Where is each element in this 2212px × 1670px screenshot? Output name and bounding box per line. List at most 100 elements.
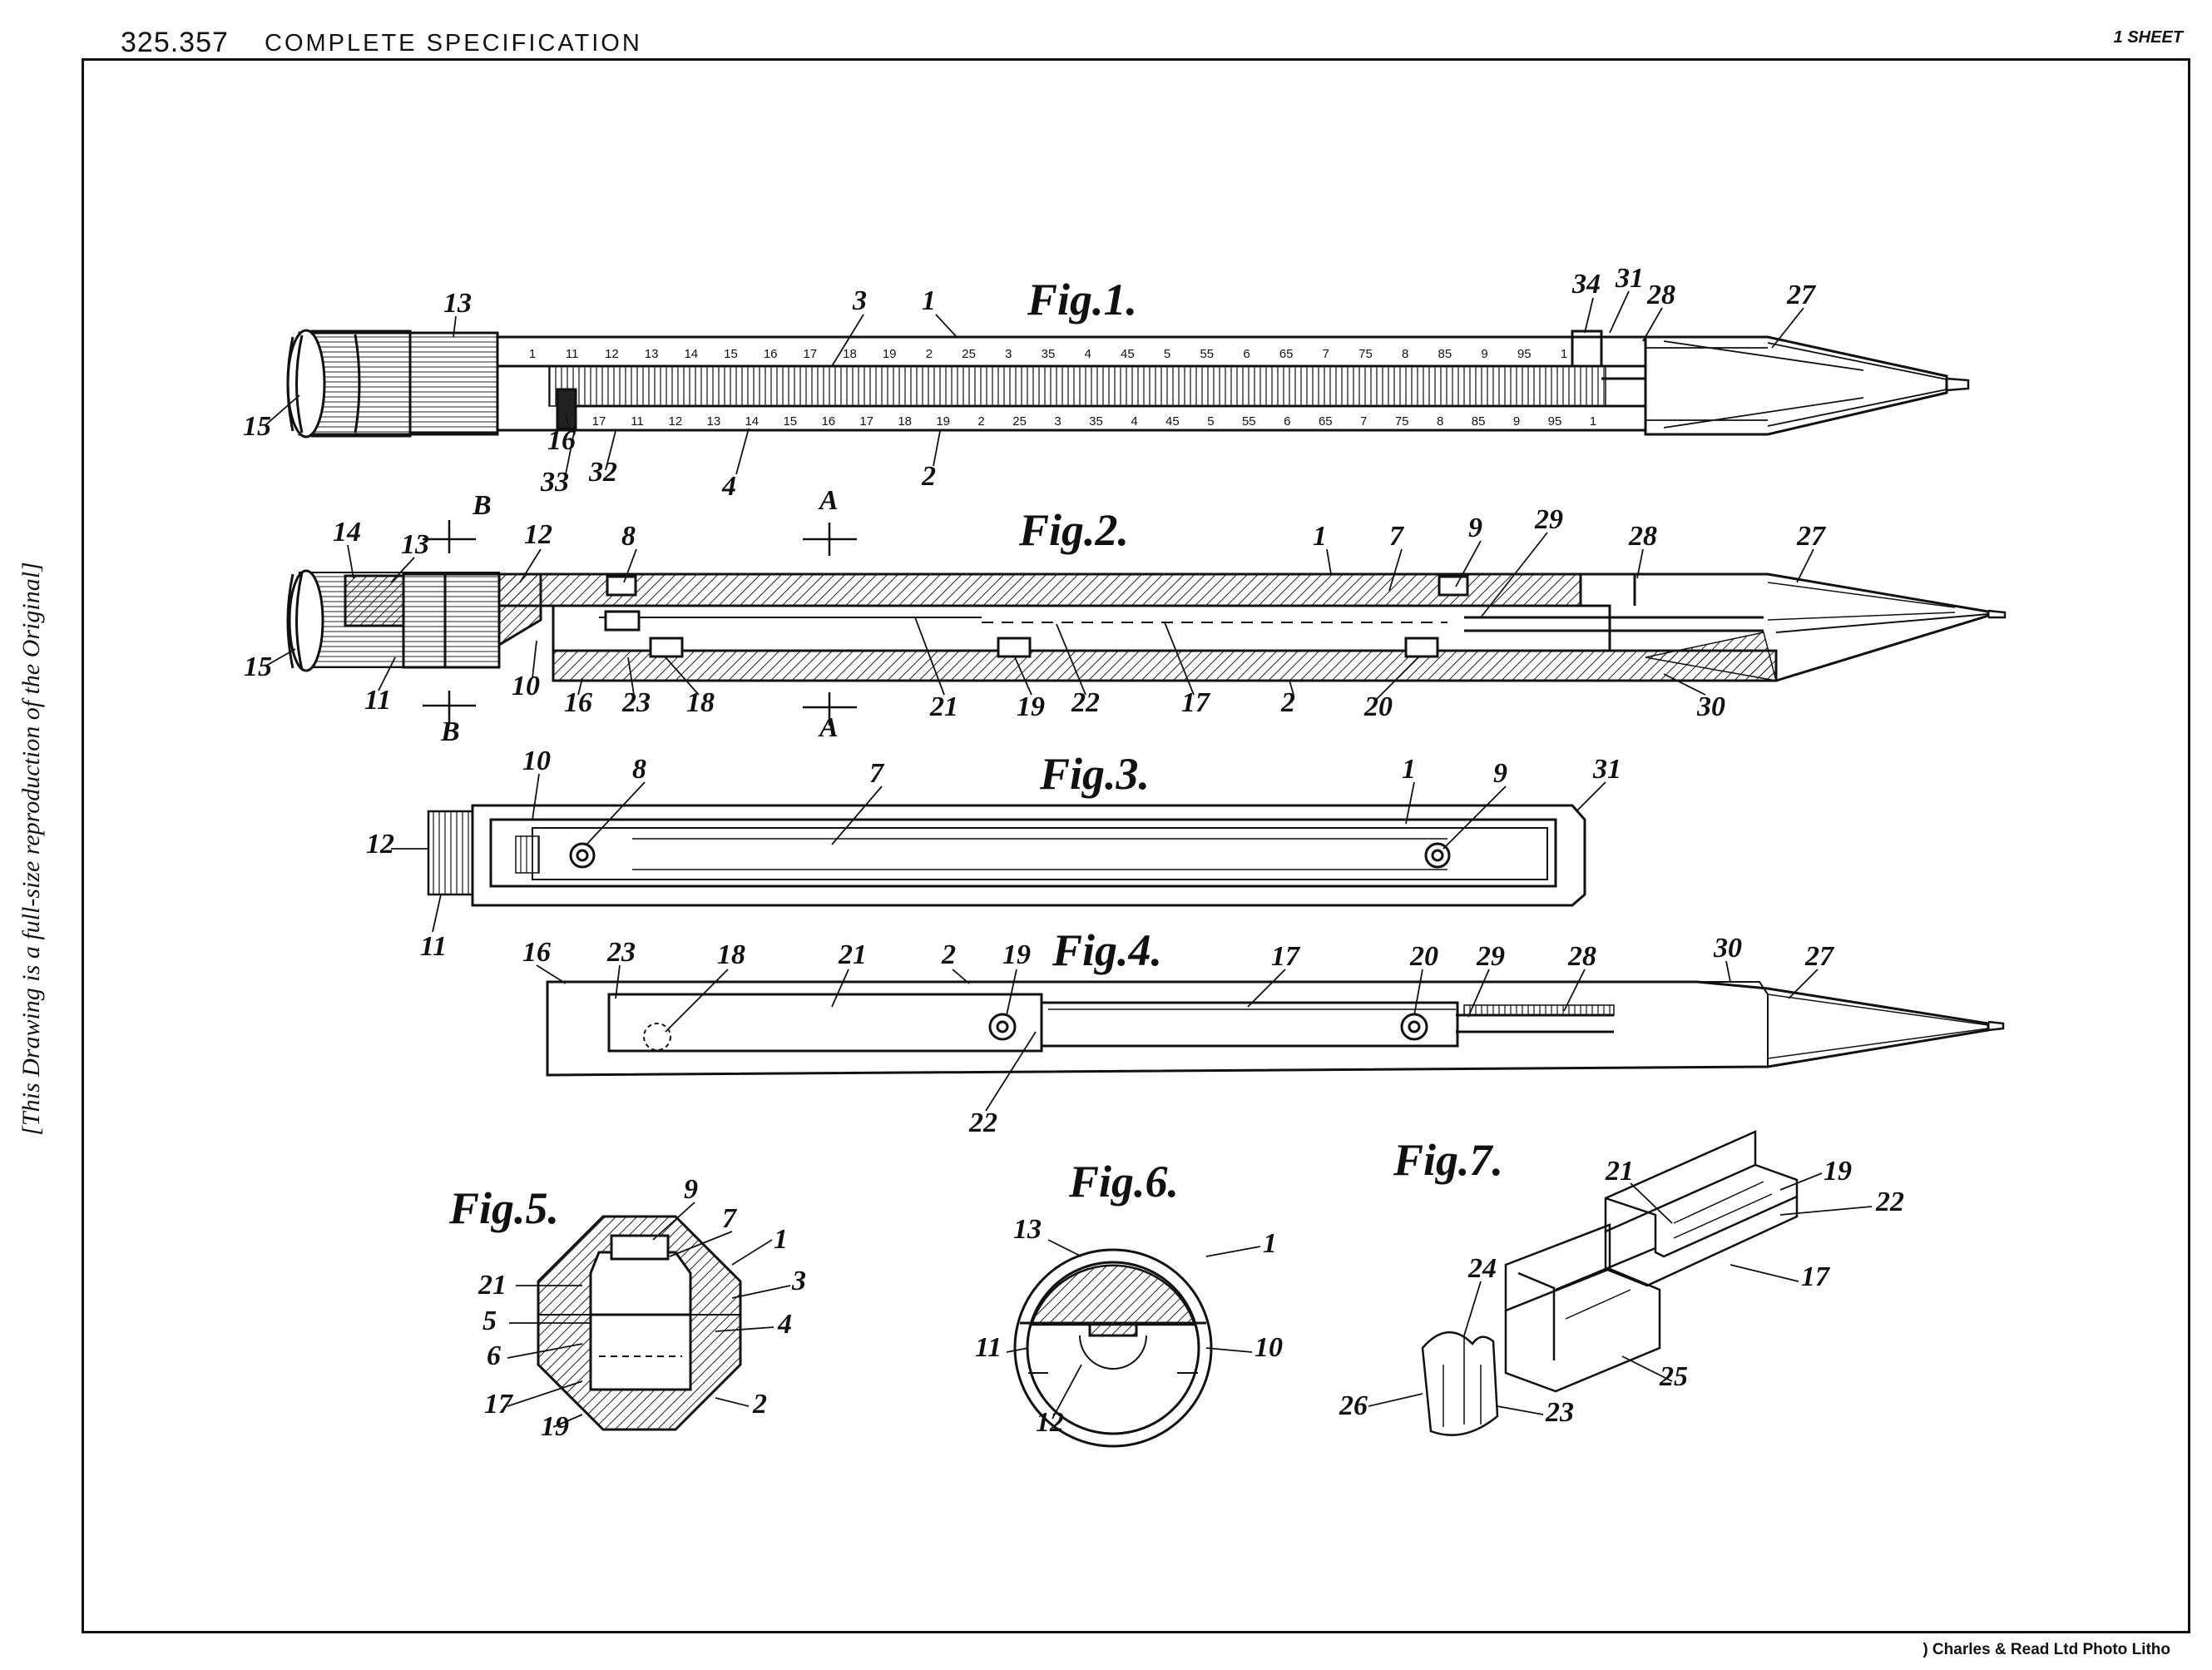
- ref-B-top: B: [472, 490, 492, 521]
- ref-4: 4: [721, 471, 736, 502]
- slide-rule-lower-scale: 1711121314151617181922533544555566577588…: [592, 414, 1597, 429]
- ref-1: 1: [774, 1224, 788, 1255]
- ref-3: 3: [791, 1266, 806, 1296]
- scale-tick-label: 11: [566, 347, 579, 361]
- ref-A-top: A: [818, 485, 839, 516]
- scale-tick-label: 15: [783, 414, 797, 429]
- scale-tick-label: 25: [962, 347, 976, 361]
- scale-tick-label: 75: [1395, 414, 1409, 429]
- fig5-title: Fig.5.: [448, 1183, 559, 1233]
- scale-tick-label: 95: [1517, 347, 1532, 361]
- scale-tick-label: 15: [724, 347, 738, 361]
- scale-tick-label: 4: [1085, 347, 1091, 361]
- ref-21: 21: [1605, 1156, 1634, 1187]
- ref-10: 10: [512, 671, 540, 701]
- leader-lines: [266, 291, 1872, 1427]
- ref-7: 7: [1389, 521, 1405, 552]
- ref-28: 28: [1628, 521, 1657, 552]
- scale-tick-label: 17: [803, 347, 817, 361]
- ref-15: 15: [243, 411, 271, 442]
- scale-tick-label: 55: [1242, 414, 1256, 429]
- ref-28: 28: [1567, 941, 1596, 972]
- ref-30: 30: [1713, 933, 1742, 964]
- scale-tick-label: 55: [1200, 347, 1214, 361]
- ref-28: 28: [1646, 280, 1675, 310]
- ref-24: 24: [1467, 1253, 1497, 1284]
- scale-tick-label: 18: [898, 414, 912, 429]
- scale-tick-label: 85: [1472, 414, 1486, 429]
- scale-tick-label: 14: [684, 347, 698, 361]
- scale-tick-label: 95: [1548, 414, 1562, 429]
- scale-tick-label: 25: [1012, 414, 1027, 429]
- ref-5: 5: [482, 1306, 497, 1336]
- ref-13: 13: [443, 288, 472, 319]
- fig4-reference-numerals: 16 23 18 21 2 19 17 20 29 28 30 27 22: [522, 933, 1835, 1138]
- ref-22: 22: [1875, 1187, 1904, 1217]
- scale-tick-label: 45: [1121, 347, 1135, 361]
- ref-18: 18: [686, 687, 715, 718]
- fig2-title: Fig.2.: [1018, 505, 1129, 555]
- ref-14: 14: [333, 517, 361, 548]
- scale-tick-label: 2: [926, 347, 933, 361]
- ref-9: 9: [684, 1174, 698, 1205]
- fig7-reference-numerals: 21 19 22 24 17 26 25 23: [1339, 1156, 1904, 1428]
- scale-tick-label: 5: [1207, 414, 1214, 429]
- ref-8: 8: [621, 521, 636, 552]
- fig7-title: Fig.7.: [1393, 1135, 1503, 1185]
- ref-11: 11: [420, 931, 447, 962]
- ref-12: 12: [1036, 1407, 1064, 1438]
- fig6-title: Fig.6.: [1068, 1157, 1179, 1207]
- scale-tick-label: 12: [669, 414, 683, 429]
- ref-13: 13: [1013, 1214, 1042, 1245]
- scale-tick-label: 4: [1131, 414, 1137, 429]
- ref-13: 13: [401, 529, 429, 560]
- scale-tick-label: 35: [1089, 414, 1103, 429]
- ref-8: 8: [632, 754, 646, 785]
- ref-1: 1: [1402, 754, 1416, 785]
- ref-2: 2: [941, 939, 956, 970]
- ref-21: 21: [929, 691, 958, 722]
- ref-19: 19: [1017, 691, 1045, 722]
- ref-17: 17: [1271, 941, 1301, 972]
- scale-tick-label: 12: [605, 347, 619, 361]
- ref-20: 20: [1363, 691, 1393, 722]
- ref-9: 9: [1468, 513, 1482, 543]
- ref-1: 1: [1313, 521, 1327, 552]
- ref-7: 7: [869, 758, 885, 789]
- ref-B-bottom: B: [440, 716, 460, 747]
- scale-tick-label: 18: [843, 347, 857, 361]
- scale-tick-label: 17: [859, 414, 873, 429]
- scale-tick-label: 75: [1358, 347, 1373, 361]
- scale-tick-label: 7: [1360, 414, 1367, 429]
- scale-tick-label: 35: [1042, 347, 1056, 361]
- scale-tick-label: 11: [631, 414, 644, 429]
- ref-21: 21: [478, 1270, 507, 1301]
- scale-tick-label: 7: [1323, 347, 1329, 361]
- ref-29: 29: [1476, 941, 1505, 972]
- fig4-drawing: [547, 982, 2003, 1075]
- ref-22: 22: [968, 1108, 997, 1138]
- ref-31: 31: [1592, 754, 1621, 785]
- scale-tick-label: 13: [707, 414, 721, 429]
- scale-tick-label: 65: [1279, 347, 1294, 361]
- ref-31: 31: [1615, 263, 1644, 294]
- fig2-drawing: [288, 571, 2005, 681]
- ref-7: 7: [722, 1203, 738, 1234]
- scale-tick-label: 8: [1437, 414, 1443, 429]
- scale-tick-label: 6: [1243, 347, 1250, 361]
- ref-27: 27: [1796, 521, 1827, 552]
- ref-23: 23: [1545, 1397, 1574, 1428]
- ref-27: 27: [1786, 280, 1817, 310]
- scale-tick-label: 16: [821, 414, 835, 429]
- ref-30: 30: [1696, 691, 1725, 722]
- ref-21: 21: [838, 939, 867, 970]
- fig4-title: Fig.4.: [1052, 925, 1162, 975]
- fig3-title: Fig.3.: [1039, 749, 1150, 799]
- scale-tick-label: 9: [1481, 347, 1487, 361]
- ref-1: 1: [922, 285, 936, 316]
- ref-17: 17: [484, 1389, 514, 1420]
- ref-15: 15: [244, 652, 272, 682]
- ref-34: 34: [1571, 269, 1601, 300]
- ref-10: 10: [1254, 1332, 1283, 1363]
- ref-18: 18: [717, 939, 745, 970]
